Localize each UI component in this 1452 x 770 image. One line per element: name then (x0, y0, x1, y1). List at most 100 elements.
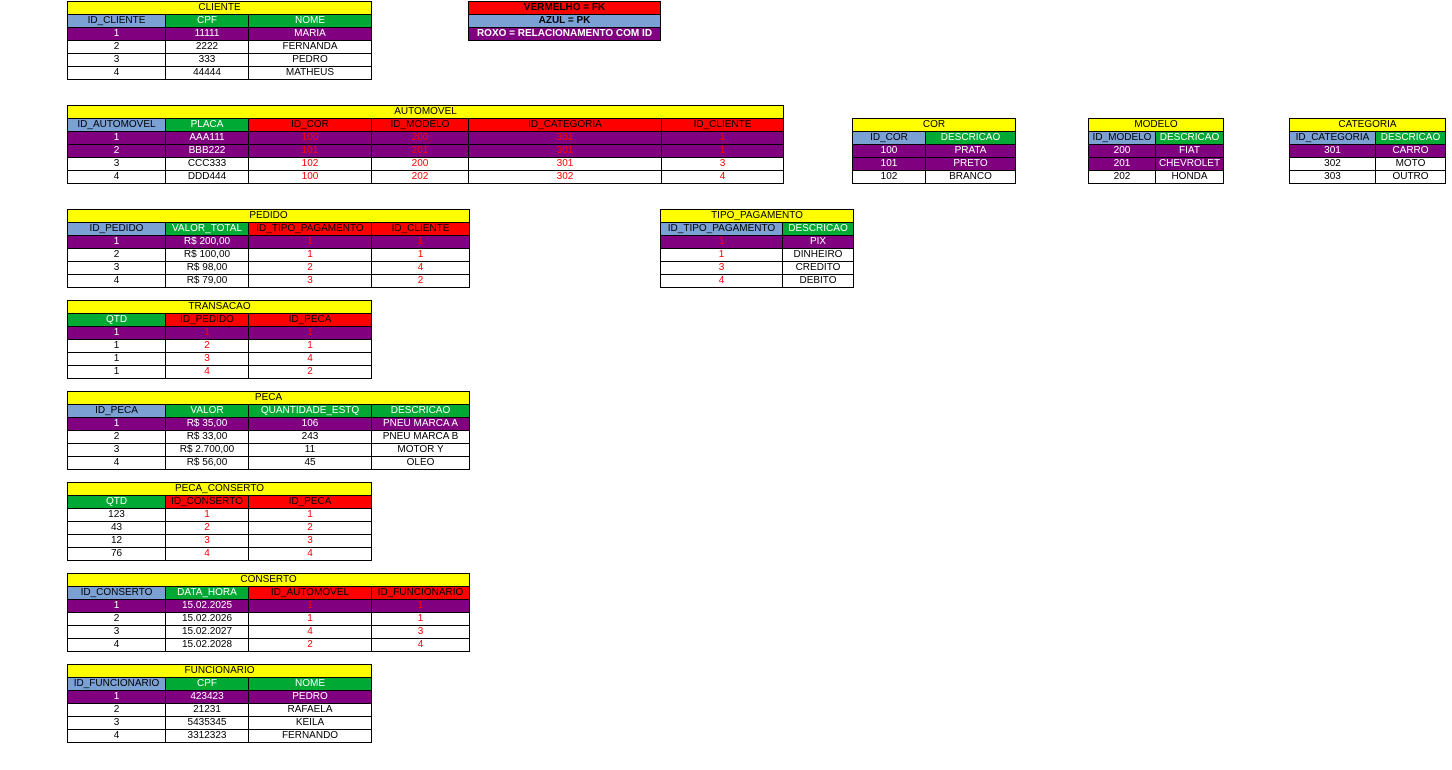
table-row: 3 R$ 2.700,00 11 MOTOR Y (67, 443, 471, 457)
table-pedido: PEDIDO ID_PEDIDO VALOR_TOTAL ID_TIPO_PAG… (66, 209, 471, 288)
cell: MATHEUS (247, 66, 373, 80)
table-row: 1 DINHEIRO (660, 248, 854, 262)
col-header: ID_PEDIDO (165, 313, 249, 327)
cell: 1 (370, 248, 471, 262)
cell: 1 (165, 508, 249, 522)
table-row: 3 5435345 KEILA (67, 716, 373, 730)
table-title: COR (851, 118, 1017, 132)
table-row: 200 FIAT (1088, 144, 1224, 158)
cell: 4 (165, 365, 249, 379)
table-row: 202 HONDA (1088, 170, 1224, 184)
cell: 200 (371, 157, 469, 171)
col-header: PLACA (165, 118, 249, 132)
col-header: NOME (247, 14, 373, 28)
cell: CARRO (1375, 144, 1446, 158)
table-row: 1 15.02.2025 1 1 (67, 599, 470, 613)
cell: 102 (248, 157, 372, 171)
cell: R$ 56,00 (165, 456, 249, 470)
cell: 1 (660, 235, 783, 249)
cell: 1 (660, 131, 785, 145)
table-row: 301 CARRO (1289, 144, 1446, 158)
table-row: 1 2 1 (67, 339, 372, 353)
table-row: 1 PIX (660, 235, 854, 249)
cell: 2 (67, 40, 166, 54)
table-row: 102 BRANCO (852, 170, 1017, 184)
cell: 100 (852, 144, 926, 158)
cell: 4 (67, 274, 166, 288)
cell: R$ 98,00 (165, 261, 249, 275)
col-header: ID_CLIENTE (67, 14, 166, 28)
cell: 1 (67, 599, 166, 613)
col-header: VALOR (165, 404, 249, 418)
cell: 76 (67, 547, 166, 561)
table-row: 1 423423 PEDRO (67, 690, 373, 704)
cell: 3 (67, 261, 166, 275)
col-header: ID_CONSERTO (165, 495, 249, 509)
cell: 4 (67, 638, 166, 652)
table-row: 3 15.02.2027 4 3 (67, 625, 470, 639)
table-title: PECA_CONSERTO (66, 482, 373, 496)
col-header: ID_CONSERTO (67, 586, 166, 600)
cell: 11 (248, 443, 372, 457)
cell: OUTRO (1375, 170, 1446, 184)
cell: 1 (247, 508, 373, 522)
legend-table: VERMELHO = FK AZUL = PK ROXO = RELACIONA… (468, 1, 661, 41)
legend-relationship: ROXO = RELACIONAMENTO COM ID (468, 27, 661, 41)
table-title: PECA (66, 391, 471, 405)
col-header: NOME (247, 677, 373, 691)
cell: PEDRO (247, 53, 373, 67)
cell: 200 (371, 131, 469, 145)
table-row: 1 AAA111 100 200 301 1 (67, 131, 785, 145)
cell: R$ 33,00 (165, 430, 249, 444)
cell: 302 (1289, 157, 1376, 171)
cell: FERNANDA (247, 40, 373, 54)
cell: 302 (468, 170, 662, 184)
table-row: 3 CCC333 102 200 301 3 (67, 157, 785, 171)
cell: 2 (67, 703, 166, 717)
cell: 2 (248, 365, 372, 379)
cell: 2 (165, 339, 249, 353)
table-title: FUNCIONARIO (66, 664, 373, 678)
table-row: 2 BBB222 101 201 301 1 (67, 144, 785, 158)
table-row: 123 1 1 (67, 508, 373, 522)
cell: PNEU MARCA A (370, 417, 471, 431)
table-row: 1 11111 MARIA (67, 27, 373, 41)
col-header: ID_PECA (247, 495, 373, 509)
cell: 2 (247, 521, 373, 535)
cell: PEDRO (247, 690, 373, 704)
table-categoria: CATEGORIA ID_CATEGORIA DESCRICAO 301 CAR… (1289, 118, 1446, 184)
col-header: ID_PEDIDO (67, 222, 166, 236)
cell: 100 (248, 170, 372, 184)
table-title: AUTOMOVEL (66, 105, 785, 119)
col-header: DESCRICAO (1155, 131, 1224, 145)
cell: 4 (247, 547, 373, 561)
cell: 2 (370, 274, 471, 288)
cell: 3 (67, 443, 166, 457)
col-header: ID_COR (852, 131, 926, 145)
cell: 1 (371, 599, 470, 613)
cell: MOTO (1375, 157, 1446, 171)
table-peca: PECA ID_PECA VALOR QUANTIDADE_ESTQ DESCR… (66, 391, 471, 470)
cell: AAA111 (165, 131, 249, 145)
cell: 3 (660, 157, 785, 171)
cell: 4 (248, 625, 372, 639)
table-row: 3 R$ 98,00 2 4 (67, 261, 471, 275)
cell: 4 (248, 352, 372, 366)
col-header: ID_CLIENTE (370, 222, 471, 236)
cell: 15.02.2025 (165, 599, 249, 613)
table-row: 2 15.02.2026 1 1 (67, 612, 470, 626)
cell: 1 (67, 235, 166, 249)
cell: PIX (782, 235, 854, 249)
legend-fk: VERMELHO = FK (468, 1, 661, 15)
cell: PRATA (924, 144, 1017, 158)
cell: 1 (248, 339, 372, 353)
cell: 3 (371, 625, 470, 639)
col-header: ID_CLIENTE (660, 118, 785, 132)
table-cliente: CLIENTE ID_CLIENTE CPF NOME 1 11111 MARI… (66, 1, 373, 80)
legend-pk: AZUL = PK (468, 14, 661, 28)
table-row: 1 3 4 (67, 352, 372, 366)
cell: 4 (67, 170, 166, 184)
table-automovel: AUTOMOVEL ID_AUTOMOVEL PLACA ID_COR ID_M… (66, 105, 785, 184)
table-row: 3 CREDITO (660, 261, 854, 275)
table-peca-conserto: PECA_CONSERTO QTD ID_CONSERTO ID_PECA 12… (66, 482, 373, 561)
